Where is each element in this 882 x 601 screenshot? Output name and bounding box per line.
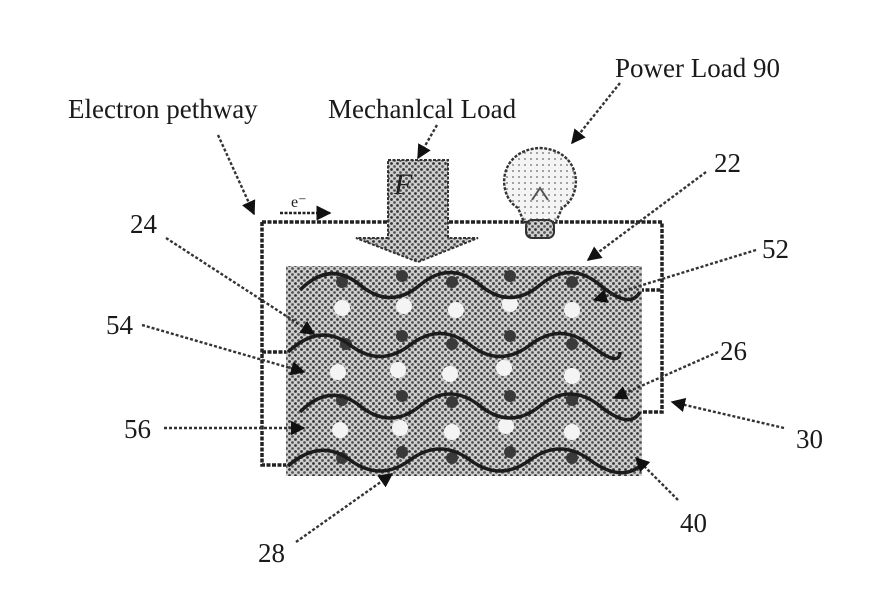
leader-52 (592, 248, 757, 304)
leader-24 (165, 236, 316, 336)
electron-pathway-label: Electron pethway (68, 94, 258, 124)
ref-56: 56 (124, 414, 151, 444)
leader-40 (634, 456, 679, 501)
ref-30: 30 (796, 424, 823, 454)
circuit-wire-left (260, 222, 300, 467)
leader-30 (670, 397, 785, 430)
mechanical-load-leader (416, 124, 439, 160)
electrode-layer-26 (298, 392, 642, 422)
ref-40: 40 (680, 508, 707, 538)
ref-54: 54 (106, 310, 134, 340)
leader-54 (141, 323, 306, 376)
leader-26 (612, 350, 719, 400)
leader-22 (586, 171, 707, 261)
ref-52: 52 (762, 234, 789, 264)
light-bulb-icon (503, 146, 577, 239)
electron-symbol: e⁻ (291, 194, 307, 211)
electrode-layer-22 (298, 270, 642, 302)
ref-24: 24 (130, 209, 158, 239)
mechanical-load-label: Mechanlcal Load (328, 94, 517, 124)
leader-28 (295, 473, 394, 543)
electron-pathway-leader (216, 134, 256, 216)
power-load-leader (571, 82, 621, 145)
ref-22: 22 (714, 148, 741, 178)
electrode-layer-24 (286, 331, 622, 361)
ref-26: 26 (720, 336, 747, 366)
light-particles (330, 296, 580, 440)
ref-28: 28 (258, 538, 285, 568)
force-symbol: F (393, 168, 413, 201)
power-load-label: Power Load 90 (615, 53, 780, 83)
down-arrow-icon (355, 159, 479, 264)
electrode-layer-28 (286, 447, 642, 475)
